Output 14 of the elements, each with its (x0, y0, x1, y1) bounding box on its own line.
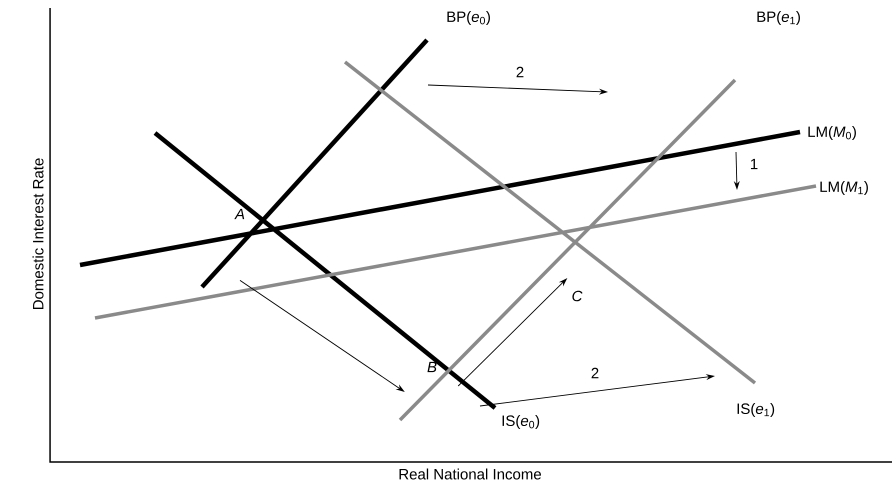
axis-title: Domestic Interest Rate (32, 158, 44, 310)
curve-label: LM(M$_{0}$) (808, 126, 856, 140)
point-label: B (427, 362, 436, 372)
curve-label: IS(e$_{1}$) (738, 403, 774, 417)
shift-number: 2 (592, 368, 598, 378)
shift-number: 2 (516, 66, 524, 78)
point-label: C (572, 290, 582, 302)
curve-label: BP(e$_{0}$) (447, 11, 490, 25)
point-label: A (234, 208, 244, 220)
shift-number: 1 (750, 158, 758, 170)
curve-label: LM(M$_{1}$) (820, 181, 868, 195)
curve-label: IS(e$_{0}$) (502, 415, 540, 429)
axis-title: Real National Income (400, 468, 541, 480)
curve-label: BP(e$_{1}$) (757, 11, 800, 25)
